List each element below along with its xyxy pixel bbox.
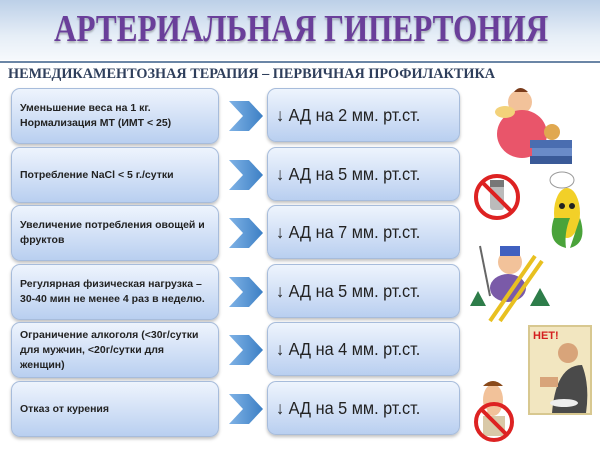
effect-box: ↓ АД на 5 мм. рт.ст. (267, 147, 460, 201)
effect-text: ↓ АД на 4 мм. рт.ст. (276, 338, 421, 359)
measure-text: Потребление NaCl < 5 г./сутки (20, 168, 174, 181)
corn-chef-illustration (549, 171, 583, 248)
slide-subtitle: НЕМЕДИКАМЕНТОЗНАЯ ТЕРАПИЯ – ПЕРВИЧНАЯ ПР… (8, 66, 496, 82)
chevron-right-icon (229, 101, 263, 131)
chevron-right-icon (229, 160, 263, 190)
measure-text: Увеличение потребления овощей и фруктов (20, 219, 205, 246)
effect-box: ↓ АД на 5 мм. рт.ст. (267, 264, 460, 318)
effect-text: ↓ АД на 5 мм. рт.ст. (276, 163, 421, 184)
measure-box: Увеличение потребления овощей и фруктов (11, 205, 219, 261)
chevron-right-icon (229, 394, 263, 424)
measure-text: Ограничение алкоголя (<30г/сутки для муж… (20, 328, 199, 371)
anti-alcohol-poster: НЕТ! (528, 325, 592, 415)
measure-box: Отказ от курения (11, 381, 219, 437)
no-salt-icon (474, 174, 520, 220)
measure-box: Уменьшение веса на 1 кг. Нормализация МТ… (11, 88, 219, 144)
measure-box: Ограничение алкоголя (<30г/сутки для муж… (11, 322, 219, 378)
chevron-right-icon (229, 335, 263, 365)
poster-text: НЕТ! (533, 330, 559, 342)
effect-box: ↓ АД на 7 мм. рт.ст. (267, 205, 460, 259)
effect-text: ↓ АД на 5 мм. рт.ст. (276, 280, 421, 301)
measure-text: Регулярная физическая нагрузка – 30-40 м… (20, 278, 205, 305)
no-smoking-illustration (474, 381, 514, 442)
chevron-right-icon (229, 218, 263, 248)
title-band (0, 0, 600, 60)
effect-text: ↓ АД на 7 мм. рт.ст. (276, 221, 421, 242)
man-refusing-illustration (540, 343, 588, 413)
effect-box: ↓ АД на 5 мм. рт.ст. (267, 381, 460, 435)
divider (0, 61, 600, 63)
effect-text: ↓ АД на 2 мм. рт.ст. (276, 104, 421, 125)
skier-illustration (470, 245, 550, 323)
effect-box: ↓ АД на 2 мм. рт.ст. (267, 88, 460, 142)
measure-text: Отказ от курения (20, 402, 110, 415)
effect-box: ↓ АД на 4 мм. рт.ст. (267, 322, 460, 376)
measure-text: Уменьшение веса на 1 кг. Нормализация МТ… (20, 102, 172, 129)
effect-text: ↓ АД на 5 мм. рт.ст. (276, 397, 421, 418)
measure-box: Регулярная физическая нагрузка – 30-40 м… (11, 264, 219, 320)
chevron-right-icon (229, 277, 263, 307)
measure-box: Потребление NaCl < 5 г./сутки (11, 147, 219, 203)
slide-title: АРТЕРИАЛЬНАЯ ГИПЕРТОНИЯ (54, 8, 549, 50)
overweight-woman-illustration (495, 88, 572, 164)
